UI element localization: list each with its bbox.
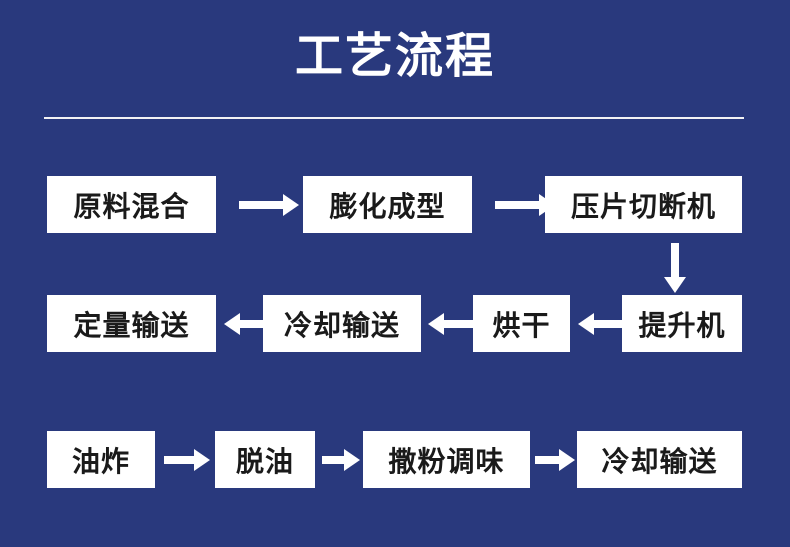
arrow-down-icon-1 [664, 243, 686, 293]
title-divider [44, 117, 744, 119]
arrow-shaft [495, 201, 541, 209]
flow-step-yapianqieduanji[interactable]: 压片切断机 [545, 176, 742, 233]
arrow-shaft [442, 320, 474, 328]
arrow-shaft [239, 201, 285, 209]
arrow-right-icon-5 [535, 449, 575, 471]
arrow-left-icon-3 [578, 313, 622, 335]
arrow-shaft [535, 456, 561, 464]
flow-step-penghuachengxing[interactable]: 膨化成型 [303, 176, 472, 233]
flow-step-tuoyou[interactable]: 脱油 [215, 431, 315, 488]
arrow-head [578, 313, 594, 335]
arrow-shaft [164, 456, 196, 464]
arrow-head [283, 194, 299, 216]
arrow-shaft [238, 320, 276, 328]
arrow-head [224, 313, 240, 335]
arrow-shaft [671, 243, 679, 279]
flow-step-tishengji[interactable]: 提升机 [622, 295, 742, 352]
arrow-shaft [592, 320, 622, 328]
arrow-head [194, 449, 210, 471]
arrow-head [344, 449, 360, 471]
page-title: 工艺流程 [294, 30, 495, 83]
arrow-right-icon-1 [239, 194, 299, 216]
flow-step-dingliangshusong[interactable]: 定量输送 [47, 295, 216, 352]
arrow-left-icon-1 [224, 313, 276, 335]
flow-step-lengqueshusong-row2[interactable]: 冷却输送 [263, 295, 421, 352]
flow-step-lengqueshusong-row3[interactable]: 冷却输送 [577, 431, 742, 488]
arrow-left-icon-2 [428, 313, 474, 335]
arrow-right-icon-3 [164, 449, 210, 471]
flow-step-safentiaowei[interactable]: 撒粉调味 [363, 431, 530, 488]
flow-step-yuanliaohunhe[interactable]: 原料混合 [47, 176, 216, 233]
arrow-head [428, 313, 444, 335]
flow-step-youzha[interactable]: 油炸 [47, 431, 155, 488]
arrow-shaft [322, 456, 346, 464]
arrow-head [664, 277, 686, 293]
flow-step-honggan[interactable]: 烘干 [473, 295, 570, 352]
arrow-right-icon-4 [322, 449, 360, 471]
arrow-head [559, 449, 575, 471]
